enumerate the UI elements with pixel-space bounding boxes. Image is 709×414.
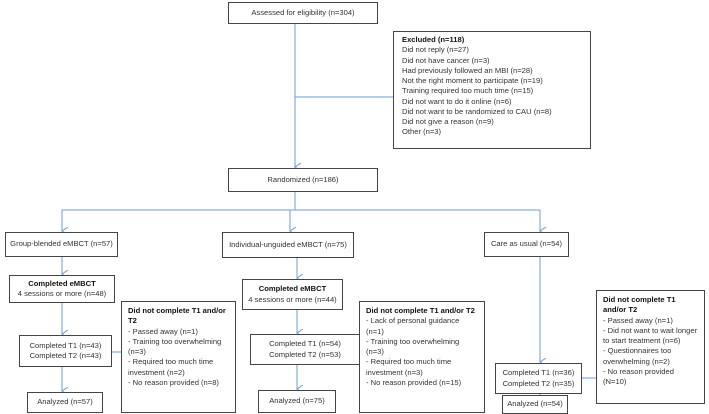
excluded-title: Excluded (n=118) (402, 35, 465, 44)
arm2-analyzed-box: Analyzed (n=75) (258, 390, 336, 413)
arm2-t2: Completed T2 (n=53) (269, 349, 341, 359)
arm3-t2: Completed T2 (n=35) (502, 378, 575, 388)
arm1-t2: Completed T2 (n=43) (29, 351, 102, 360)
arm2-completed-sub: 4 sessions or more (n=44) (248, 294, 337, 304)
randomized-text: Randomized (n=186) (267, 174, 339, 184)
arm1-completed-sub: 4 sessions or more (n=48) (17, 289, 107, 298)
assessed-text: Assessed for eligibility (n=304) (251, 7, 355, 17)
arm1-box: Group-blended eMBCT (n=57) (5, 232, 118, 257)
dropout-item: - Questionnaires too overwhelming (n=2) (603, 346, 672, 366)
arm2-completed-box: Completed eMBCT 4 sessions or more (n=44… (242, 279, 343, 310)
excluded-box: Excluded (n=118) Did not reply (n=27) Di… (393, 31, 591, 149)
arm3-box: Care as usual (n=54) (484, 232, 569, 257)
excluded-item: Did not give a reason (n=9) (402, 117, 494, 126)
randomized-box: Randomized (n=186) (228, 168, 378, 192)
arm2-completed-title: Completed eMBCT (258, 284, 327, 294)
arm3-timepoints-box: Completed T1 (n=36) Completed T2 (n=35) (495, 363, 582, 394)
dropout-item: - Required too much time investment (n=2… (128, 357, 214, 377)
arm2-dropout-title: Did not complete T1 and/or T2 (366, 306, 475, 315)
arm2-t1: Completed T1 (n=54) (269, 339, 341, 349)
excluded-item: Did not want to do it online (n=6) (402, 96, 512, 106)
assessed-box: Assessed for eligibility (n=304) (228, 2, 378, 24)
arm3-name: Care as usual (n=54) (490, 239, 563, 249)
arm2-box: Individual-unguided eMBCT (n=75) (222, 232, 354, 258)
dropout-item: - Required too much time investment (n=3… (366, 357, 452, 377)
excluded-item: Did not want to be randomized to CAU (n=… (402, 106, 552, 116)
arm3-dropout-box: Did not complete T1 and/or T2 - Passed a… (596, 290, 705, 404)
dropout-item: - Training too overwhelming (n=3) (366, 336, 460, 356)
arm1-timepoints-box: Completed T1 (n=43) Completed T2 (n=43) (19, 335, 112, 367)
dropout-item: - Lack of personal guidance (n=1) (366, 316, 460, 336)
arm3-analyzed-box: Analyzed (n=54) (502, 395, 568, 414)
arm2-name: Individual-unguided eMBCT (n=75) (229, 239, 347, 249)
excluded-item: Not the right moment to participate (n=1… (402, 76, 543, 85)
arm1-dropout-box: Did not complete T1 and/or T2 - Passed a… (121, 301, 236, 413)
arm3-analyzed: Analyzed (n=54) (507, 399, 563, 409)
dropout-item: - No reason provided (n=15) (366, 377, 462, 387)
dropout-item: - Training too overwhelming (n=3) (128, 336, 222, 356)
arm1-name: Group-blended eMBCT (n=57) (10, 239, 113, 249)
arm3-dropout-title: Did not complete T1 and/or T2 (603, 295, 676, 315)
arm2-dropout-box: Did not complete T1 and/or T2 - Lack of … (359, 301, 485, 413)
arm2-timepoints-box: Completed T1 (n=54) Completed T2 (n=53) (250, 334, 360, 365)
excluded-item: Did not have cancer (n=3) (402, 55, 490, 65)
arm3-t1: Completed T1 (n=36) (502, 368, 575, 378)
dropout-item: - Did not want to wait longer to start t… (603, 325, 698, 345)
excluded-item: Did not reply (n=27) (402, 45, 469, 55)
dropout-item: - Passed away (n=1) (603, 315, 673, 325)
arm1-analyzed-box: Analyzed (n=57) (27, 392, 103, 413)
dropout-item: - Passed away (n=1) (128, 326, 198, 336)
arm1-dropout-title: Did not complete T1 and/or T2 (128, 306, 226, 326)
dropout-item: - No reason provided (n=8) (128, 377, 219, 387)
arm1-analyzed: Analyzed (n=57) (37, 397, 93, 407)
arm1-completed-title: Completed eMBCT (28, 278, 96, 288)
dropout-item: - No reason provided (N=10) (603, 366, 674, 386)
arm2-analyzed: Analyzed (n=75) (269, 396, 325, 406)
arm1-t1: Completed T1 (n=43) (29, 340, 102, 350)
excluded-item: Other (n=3) (402, 127, 442, 137)
arm1-completed-box: Completed eMBCT 4 sessions or more (n=48… (9, 275, 115, 303)
excluded-item: Had previously followed an MBI (n=28) (402, 65, 533, 75)
excluded-item: Training required too much time (n=15) (402, 86, 534, 96)
